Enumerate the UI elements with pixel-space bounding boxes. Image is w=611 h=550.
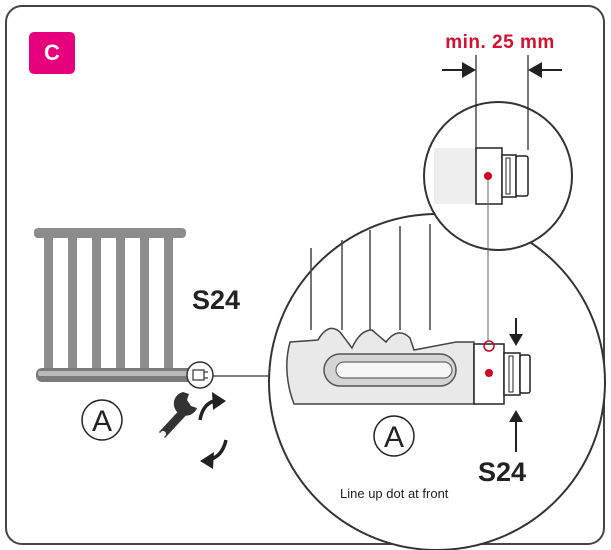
- magnified-view: [268, 213, 606, 550]
- min-clearance-label: min. 25 mm: [445, 32, 555, 53]
- rotate-arrow-head-top: [212, 392, 226, 410]
- valve-detail-marker: [186, 361, 272, 389]
- clearance-detail-view: [423, 101, 573, 251]
- valve-label-detail: A: [373, 415, 415, 457]
- dimension-marker: [442, 55, 562, 150]
- radiator: [34, 228, 196, 382]
- spanner-size-label: S24: [192, 285, 241, 315]
- arrow-up-icon: [509, 410, 523, 452]
- svg-text:A: A: [92, 405, 112, 438]
- spanner-size-detail-label: S24: [478, 457, 527, 487]
- step-badge: C: [29, 32, 75, 74]
- instruction-text: Line up dot at front: [340, 486, 449, 501]
- svg-text:A: A: [384, 421, 404, 454]
- rotate-arrow-head-bottom: [200, 452, 214, 469]
- arrow-down-icon: [509, 318, 523, 346]
- diagram-frame: [5, 5, 605, 545]
- valve-label-left: A: [81, 399, 123, 441]
- spanner-icon: [159, 392, 197, 438]
